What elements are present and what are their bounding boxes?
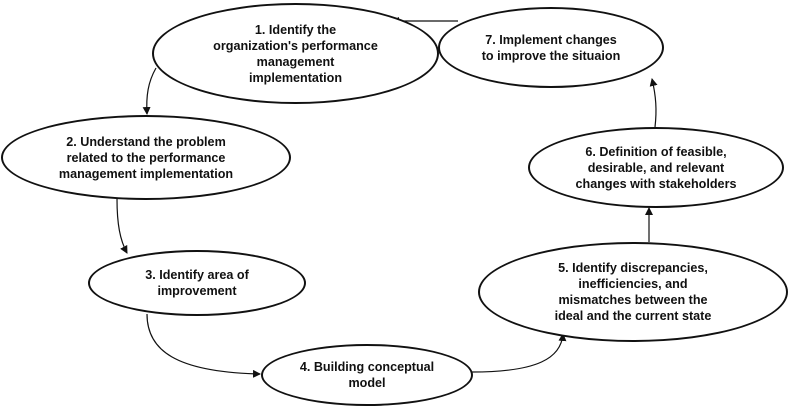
step-5-label: 5. Identify discrepancies, inefficiencie… [554,261,712,323]
step-6-label: 6. Definition of feasible, desirable, an… [575,144,737,191]
arrow-2-to-3 [116,198,128,254]
step-2-label: 2. Understand the problem related to the… [58,134,234,181]
step-6-node: 6. Definition of feasible, desirable, an… [528,127,784,208]
step-4-node: 4. Building conceptual model [261,344,473,406]
step-7-node: 7. Implement changes to improve the situ… [438,7,664,88]
step-5-node: 5. Identify discrepancies, inefficiencie… [478,242,788,342]
step-7-label: 7. Implement changes to improve the situ… [481,32,621,63]
step-3-label: 3. Identify area of improvement [145,268,249,298]
arrow-6-to-7 [649,78,658,128]
arrow-1-to-2 [142,67,157,115]
arrow-3-to-4 [146,313,261,378]
arrow-4-to-5 [471,333,567,373]
step-3-node: 3. Identify area of improvement [88,250,306,316]
step-4-label: 4. Building conceptual model [299,360,435,390]
step-1-node: 1. Identify the organization's performan… [152,3,439,104]
step-2-node: 2. Understand the problem related to the… [1,115,291,200]
step-1-label: 1. Identify the organization's performan… [213,22,378,85]
